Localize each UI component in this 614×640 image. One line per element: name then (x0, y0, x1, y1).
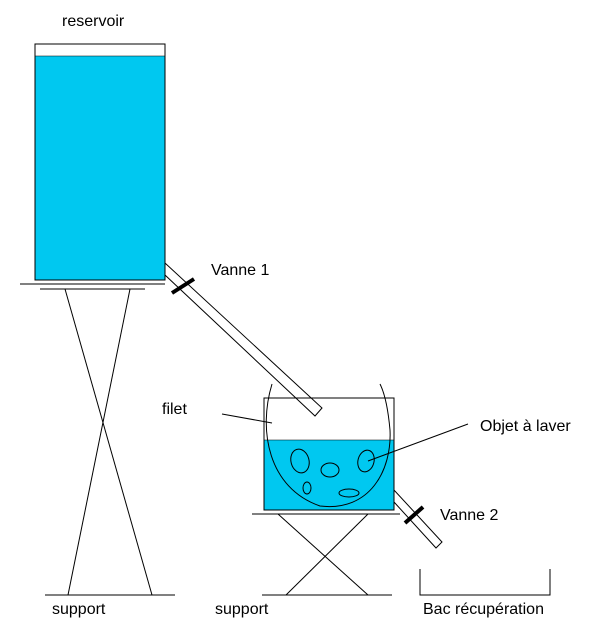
right-support-leg-b (285, 513, 369, 596)
net-outline (265, 383, 391, 508)
left-support-leg-a (64, 288, 153, 596)
basin-water (264, 440, 394, 510)
object-ellipse (357, 449, 375, 473)
collection-tray-label: Bac récupération (423, 601, 544, 618)
pipe-1-body (164, 261, 323, 417)
pipe-2-body (393, 488, 443, 549)
object-ellipse (320, 462, 340, 478)
net-leader-line (221, 413, 273, 424)
valve-2-handle[interactable] (403, 505, 425, 525)
object-ellipse (338, 488, 360, 498)
pipe-2 (393, 488, 443, 549)
object-ellipse (290, 448, 310, 474)
net-label: filet (162, 401, 187, 418)
valve-1[interactable] (170, 277, 196, 295)
right-support-leg-a (277, 513, 369, 596)
reservoir-tank (34, 43, 166, 281)
object-leader-line (367, 423, 469, 462)
objects-to-wash (290, 448, 375, 498)
valve-2-label: Vanne 2 (440, 507, 499, 524)
valve-1-label: Vanne 1 (211, 262, 270, 279)
object-ellipse (302, 481, 312, 495)
pipe-1 (164, 261, 323, 417)
left-support-stand (20, 283, 175, 596)
object-label: Objet à laver (480, 418, 571, 435)
basin-outline (263, 397, 395, 511)
right-support-stand (252, 513, 400, 596)
valve-1-handle[interactable] (170, 277, 196, 295)
valve-2[interactable] (403, 505, 425, 525)
left-support-leg-b (67, 288, 131, 596)
support-right-label: support (215, 601, 269, 618)
wash-basin (263, 397, 395, 511)
reservoir-outline (34, 43, 166, 281)
collection-tray (419, 569, 551, 596)
support-left-label: support (52, 601, 106, 618)
reservoir-label: reservoir (62, 13, 125, 30)
reservoir-water (35, 56, 165, 280)
